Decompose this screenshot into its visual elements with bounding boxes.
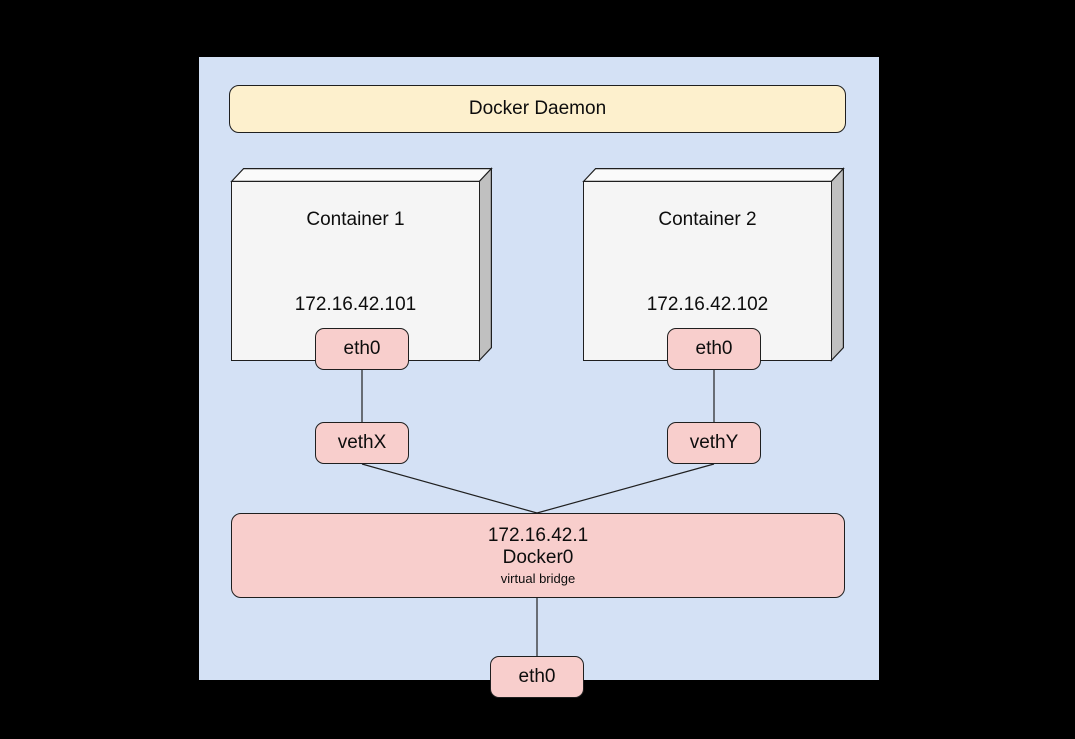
vethx-pill[interactable]: vethX: [315, 422, 409, 464]
container-2-eth0-pill[interactable]: eth0: [667, 328, 761, 370]
container-title-2: Container 2: [658, 209, 757, 230]
docker0-subtitle: virtual bridge: [500, 570, 576, 586]
vethy-label: vethY: [689, 431, 739, 453]
docker-daemon-box[interactable]: Docker Daemon: [229, 85, 846, 133]
container-2-eth0-label: eth0: [695, 337, 733, 359]
docker0-ip: 172.16.42.1: [487, 524, 589, 546]
container-3d-faces-2: [582, 167, 845, 362]
vethx-label: vethX: [337, 431, 387, 453]
host-eth0-pill[interactable]: eth0: [490, 656, 584, 698]
docker0-name: Docker0: [502, 547, 574, 569]
container-ip-1: 172.16.42.101: [294, 294, 417, 315]
host-eth0-label: eth0: [518, 665, 556, 687]
vethy-pill[interactable]: vethY: [667, 422, 761, 464]
container-ip-2: 172.16.42.102: [646, 294, 769, 315]
container-1-eth0-label: eth0: [343, 337, 381, 359]
container-title-1: Container 1: [306, 209, 405, 230]
docker-daemon-label: Docker Daemon: [468, 97, 607, 119]
container-1-eth0-pill[interactable]: eth0: [315, 328, 409, 370]
docker0-bridge-box[interactable]: 172.16.42.1 Docker0 virtual bridge: [231, 513, 845, 598]
